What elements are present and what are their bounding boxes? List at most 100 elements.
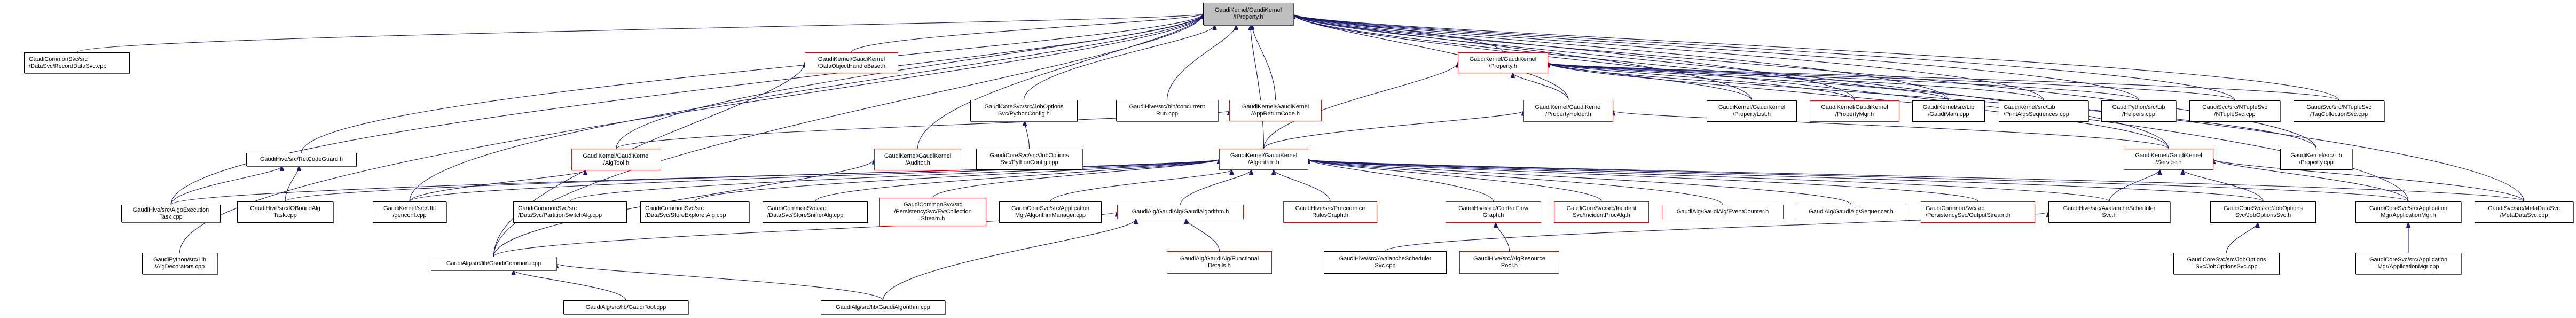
node-label: GaudiCoreSvc/src/Application Mgr/Applica… <box>2369 257 2448 270</box>
graph-node-sequencer-h[interactable]: GaudiAlg/GaudiAlg/Sequencer.h <box>1796 205 1906 219</box>
graph-node-gaudicommon-icpp[interactable]: GaudiAlg/src/lib/GaudiCommon.icpp <box>431 257 556 270</box>
edge-gaudimain-cpp-to-property-h <box>1548 63 1949 101</box>
graph-node-gauditool-cpp[interactable]: GaudiAlg/src/lib/GaudiTool.cpp <box>563 300 688 314</box>
node-label: GaudiKernel/GaudiKernel /AppReturnCode.h <box>1242 104 1309 117</box>
graph-node-helpers-cpp[interactable]: GaudiPython/src/Lib /Helpers.cpp <box>2101 100 2176 122</box>
edge-concurrentrun-cpp-to-iproperty-h <box>1166 25 1236 100</box>
graph-node-joboptionssvc-cpp[interactable]: GaudiCoreSvc/src/JobOptions Svc/JobOptio… <box>2173 253 2280 274</box>
graph-node-algoexecutiontask-cpp[interactable]: GaudiHive/src/AlgoExecution Task.cpp <box>121 205 221 222</box>
graph-node-joboptionssvc-h[interactable]: GaudiCoreSvc/src/JobOptions Svc/JobOptio… <box>2210 201 2316 223</box>
node-label: GaudiKernel/src/Lib /PrintAlgsSequences.… <box>2004 104 2069 118</box>
node-label: GaudiAlg/src/lib/GaudiCommon.icpp <box>446 260 541 267</box>
graph-node-metadatasvc-cpp[interactable]: GaudiSvc/src/MetaDataSvc /MetaDataSvc.cp… <box>2475 201 2573 223</box>
edge-retcodeguard-h-to-iproperty-h <box>301 14 1204 153</box>
node-label: GaudiKernel/src/Util /genconf.cpp <box>383 205 436 219</box>
node-label: GaudiSvc/src/NTupleSvc /TagCollectionSvc… <box>2306 104 2371 118</box>
graph-node-printalgssequences-cpp[interactable]: GaudiKernel/src/Lib /PrintAlgsSequences.… <box>1999 100 2088 122</box>
node-label: GaudiSvc/src/NTupleSvc /NTupleSvc.cpp <box>2202 104 2267 118</box>
node-label: GaudiHive/src/bin/concurrent Run.cpp <box>1129 104 1205 117</box>
node-label: GaudiCoreSvc/src/Application Mgr/Algorit… <box>1011 205 1090 219</box>
node-label: GaudiCommonSvc/src /DataSvc/RecordDataSv… <box>29 56 107 69</box>
graph-node-gaudialgorithm-cpp[interactable]: GaudiAlg/src/lib/GaudiAlgorithm.cpp <box>821 300 945 314</box>
graph-node-evtcollectionstream-h[interactable]: GaudiCommonSvc/src /PersistencySvc/EvtCo… <box>879 198 986 226</box>
graph-node-gaudimain-cpp[interactable]: GaudiKernel/src/Lib /GaudiMain.cpp <box>1912 100 1985 122</box>
graph-node-recorddatasvc-cpp[interactable]: GaudiCommonSvc/src /DataSvc/RecordDataSv… <box>24 52 130 73</box>
graph-node-incidentprocalg-h[interactable]: GaudiCoreSvc/src/Incident Svc/IncidentPr… <box>1554 201 1649 223</box>
graph-node-property-h[interactable]: GaudiKernel/GaudiKernel /Property.h <box>1458 52 1548 73</box>
graph-node-property-cpp[interactable]: GaudiKernel/src/Lib /Property.cpp <box>2280 149 2352 170</box>
node-label: GaudiKernel/GaudiKernel /IProperty.h <box>1214 7 1282 20</box>
graph-node-algresourcepool-h[interactable]: GaudiHive/src/AlgResource Pool.h <box>1459 251 1559 274</box>
graph-node-auditor-h[interactable]: GaudiKernel/GaudiKernel /Auditor.h <box>874 149 961 170</box>
graph-node-storesnifferalg-cpp[interactable]: GaudiCommonSvc/src /DataSvc/StoreSniffer… <box>763 201 868 223</box>
edge-algorithm-h-to-iproperty-h <box>1251 25 1265 149</box>
graph-node-ntuplesvc-cpp[interactable]: GaudiSvc/src/NTupleSvc /NTupleSvc.cpp <box>2189 100 2280 122</box>
graph-node-gaudialgorithm-h[interactable]: GaudiAlg/GaudiAlg/GaudiAlgorithm.h <box>1117 205 1244 219</box>
graph-node-precedencerulesgraph-h[interactable]: GaudiHive/src/Precedence RulesGraph.h <box>1283 201 1377 223</box>
edge-auditor-h-to-iproperty-h <box>917 14 1204 149</box>
edge-propertymgr-h-to-iproperty-h <box>1293 14 1855 101</box>
edge-metadatasvc-cpp-to-iproperty-h <box>1293 14 2525 202</box>
graph-node-avalanchescheduler-h[interactable]: GaudiHive/src/AvalancheScheduler Svc.h <box>2048 201 2170 223</box>
graph-node-appreturncode-h[interactable]: GaudiKernel/GaudiKernel /AppReturnCode.h <box>1229 100 1322 121</box>
graph-node-service-h[interactable]: GaudiKernel/GaudiKernel /Service.h <box>2124 149 2213 170</box>
graph-node-storeexploreralg-cpp[interactable]: GaudiCommonSvc/src /DataSvc/StoreExplore… <box>640 201 749 223</box>
node-label: GaudiCoreSvc/src/Application Mgr/Applica… <box>2369 205 2448 219</box>
edge-algoexecutiontask-cpp-to-iproperty-h <box>170 14 1203 205</box>
graph-node-propertyholder-h[interactable]: GaudiKernel/GaudiKernel /PropertyHolder.… <box>1523 100 1613 122</box>
edge-precedencerulesgraph-h-to-algorithm-h <box>1274 170 1331 202</box>
node-label: GaudiKernel/GaudiKernel /Service.h <box>2135 152 2202 166</box>
node-label: GaudiAlg/GaudiAlg/GaudiAlgorithm.h <box>1132 208 1229 215</box>
graph-node-functionaldetails-h[interactable]: GaudiAlg/GaudiAlg/Functional Details.h <box>1167 251 1272 274</box>
edge-helpers-cpp-to-iproperty-h <box>1293 14 2139 101</box>
node-label: GaudiKernel/GaudiKernel /Auditor.h <box>884 152 952 166</box>
edge-sequencer-h-to-algorithm-h <box>1308 159 1852 205</box>
graph-node-outputstream-h[interactable]: GaudiCommonSvc/src /PersistencySvc/Outpu… <box>1921 201 2035 223</box>
graph-node-avalanchescheduler-cpp[interactable]: GaudiHive/src/AvalancheScheduler Svc.cpp <box>1324 251 1447 274</box>
node-label: GaudiHive/src/AvalancheScheduler Svc.cpp <box>1339 255 1432 269</box>
edge-applicationmgr-h-to-service-h <box>2213 159 2409 202</box>
node-label: GaudiCoreSvc/src/JobOptions Svc/PythonCo… <box>984 104 1064 117</box>
edge-storesnifferalg-cpp-to-algorithm-h <box>814 159 1220 202</box>
graph-node-applicationmgr-h[interactable]: GaudiCoreSvc/src/Application Mgr/Applica… <box>2355 201 2461 223</box>
graph-node-tagcollectionsvc-cpp[interactable]: GaudiSvc/src/NTupleSvc /TagCollectionSvc… <box>2294 100 2384 122</box>
edge-controlflowgraph-h-to-algorithm-h <box>1308 159 1494 202</box>
graph-node-controlflowgraph-h[interactable]: GaudiHive/src/ControlFlow Graph.h <box>1446 201 1541 223</box>
node-label: GaudiCommonSvc/src /DataSvc/PartitionSwi… <box>518 205 602 219</box>
edge-metadatasvc-cpp-to-service-h <box>2213 159 2525 202</box>
graph-node-retcodeguard-h[interactable]: GaudiHive/src/RetCodeGuard.h <box>246 153 357 166</box>
edge-helpers-cpp-to-property-h <box>1548 63 2139 101</box>
graph-node-pythonconfig-h[interactable]: GaudiCoreSvc/src/JobOptions Svc/PythonCo… <box>970 100 1078 121</box>
edge-genconf-cpp-to-algorithm-h <box>409 159 1219 202</box>
edge-gauditool-cpp-to-gaudicommon-icpp <box>514 270 626 301</box>
graph-node-algdecorators-cpp[interactable]: GaudiPython/src/Lib /AlgDecorators.cpp <box>142 253 217 274</box>
edge-pythonconfig-cpp-to-pythonconfig-h <box>1025 121 1030 149</box>
node-label: GaudiSvc/src/MetaDataSvc /MetaDataSvc.cp… <box>2488 205 2560 219</box>
graph-node-dataobjecthandlebase-h[interactable]: GaudiKernel/GaudiKernel /DataObjectHandl… <box>805 52 898 73</box>
graph-node-eventcounter-h[interactable]: GaudiAlg/GaudiAlg/EventCounter.h <box>1662 205 1784 219</box>
edge-recorddatasvc-cpp-to-iproperty-h <box>76 14 1203 53</box>
edge-joboptionssvc-h-to-service-h <box>2183 170 2264 202</box>
graph-node-partitionswitchalg-cpp[interactable]: GaudiCommonSvc/src /DataSvc/PartitionSwi… <box>513 201 627 223</box>
node-label: GaudiCoreSvc/src/JobOptions Svc/PythonCo… <box>989 152 1069 166</box>
edge-avalanchescheduler-h-to-service-h <box>2109 170 2159 202</box>
edge-incidentprocalg-h-to-algorithm-h <box>1308 159 1602 202</box>
edge-propertyholder-h-to-property-h <box>1513 73 1569 100</box>
edge-printalgssequences-cpp-to-iproperty-h <box>1293 14 2044 101</box>
graph-node-ioboundalgtask-cpp[interactable]: GaudiHive/src/IOBoundAlg Task.cpp <box>237 201 333 223</box>
node-label: GaudiKernel/src/Lib /GaudiMain.cpp <box>1922 104 1975 118</box>
graph-node-pythonconfig-cpp[interactable]: GaudiCoreSvc/src/JobOptions Svc/PythonCo… <box>976 149 1082 170</box>
graph-node-propertylist-h[interactable]: GaudiKernel/GaudiKernel /PropertyList.h <box>1707 100 1797 122</box>
node-label: GaudiKernel/GaudiKernel /AlgTool.h <box>583 152 650 166</box>
graph-node-applicationmgr-cpp[interactable]: GaudiCoreSvc/src/Application Mgr/Applica… <box>2355 253 2461 274</box>
edge-storeexploreralg-cpp-to-algorithm-h <box>694 159 1219 202</box>
graph-node-algtool-h[interactable]: GaudiKernel/GaudiKernel /AlgTool.h <box>571 149 661 170</box>
graph-node-algorithmmanager-cpp[interactable]: GaudiCoreSvc/src/Application Mgr/Algorit… <box>999 201 1102 223</box>
graph-node-concurrentrun-cpp[interactable]: GaudiHive/src/bin/concurrent Run.cpp <box>1116 100 1218 121</box>
node-label: GaudiKernel/GaudiKernel /Property.h <box>1469 56 1537 69</box>
node-label: GaudiHive/src/IOBoundAlg Task.cpp <box>250 205 320 219</box>
graph-node-algorithm-h[interactable]: GaudiKernel/GaudiKernel /Algorithm.h <box>1219 149 1308 170</box>
edge-avalanchescheduler-h-to-algorithm-h <box>1308 159 2110 202</box>
graph-node-propertymgr-h[interactable]: GaudiKernel/GaudiKernel /PropertyMgr.h <box>1810 100 1899 122</box>
graph-node-genconf-cpp[interactable]: GaudiKernel/src/Util /genconf.cpp <box>373 201 446 223</box>
